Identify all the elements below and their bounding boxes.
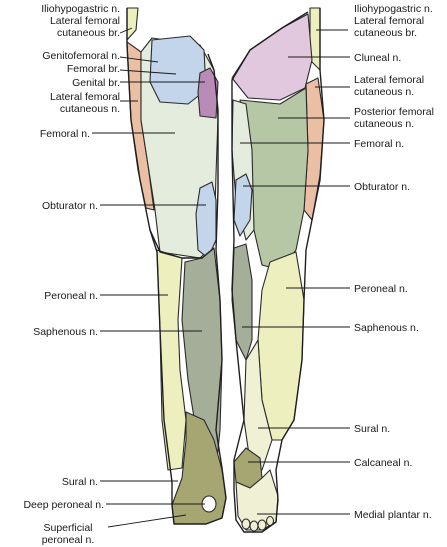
- label-lateral-femoral-left-1: Lateral femoral: [50, 91, 120, 103]
- label-lateral-femoral-right-2: cutaneous n.: [354, 86, 414, 98]
- anterior-leg-outline: [126, 8, 227, 525]
- anterior-leg-inner-thigh: [149, 229, 215, 259]
- region-obturator-anterior: [195, 181, 217, 259]
- posterior-leg: [231, 7, 325, 533]
- label-deep-peroneal: Deep peroneal n.: [23, 499, 104, 511]
- posterior-toes: [241, 515, 275, 532]
- label-lateral-femoral-left-2: cutaneous n.: [60, 103, 120, 115]
- label-peroneal-left: Peroneal n.: [44, 290, 98, 302]
- label-saphenous-left: Saphenous n.: [33, 326, 98, 338]
- label-superficial-peroneal-1: Superficial: [43, 522, 92, 534]
- label-posterior-femoral-2: cutaneous n.: [354, 118, 414, 130]
- label-calcaneal: Calcaneal n.: [354, 457, 412, 469]
- label-posterior-femoral-1: Posterior femoral: [354, 106, 434, 118]
- leader-iliohypogastric-left: [119, 27, 133, 34]
- label-iliohypogastric-left: Iliohypogastric n.: [41, 3, 120, 15]
- label-obturator-right: Obturator n.: [354, 181, 410, 193]
- label-femoral-left: Femoral n.: [40, 128, 90, 140]
- label-genital-br: Genital br.: [72, 77, 120, 89]
- label-lateral-femoral-right-1: Lateral femoral: [354, 74, 424, 86]
- label-sural-right: Sural n.: [354, 423, 390, 435]
- label-peroneal-right: Peroneal n.: [354, 283, 408, 295]
- region-saphenous-posterior: [231, 243, 253, 361]
- leader-lines: [92, 27, 350, 528]
- label-medial-plantar: Medial plantar n.: [354, 509, 432, 521]
- label-superficial-peroneal-2: peroneal n.: [42, 534, 95, 546]
- label-lateral-femoral-cut-br-right-1: Lateral femoral: [354, 15, 424, 27]
- label-femoral-br: Femoral br.: [67, 63, 120, 75]
- region-genitofemoral-femoral-br: [149, 35, 207, 105]
- label-lateral-femoral-cut-br-left-2: cutaneous br.: [57, 27, 120, 39]
- posterior-leg-outline: [231, 8, 325, 533]
- region-genital-br: [197, 67, 219, 119]
- leader-genitofemoral: [119, 56, 159, 63]
- label-lateral-femoral-cut-br-left-1: Lateral femoral: [50, 15, 120, 27]
- label-saphenous-right: Saphenous n.: [354, 322, 419, 334]
- label-sural-left: Sural n.: [62, 476, 98, 488]
- region-iliohypogastric-anterior: [126, 7, 139, 41]
- label-femoral-right: Femoral n.: [354, 138, 404, 150]
- label-iliohypogastric-right: Iliohypogastric n.: [354, 3, 433, 15]
- leader-femoral-br: [119, 69, 177, 75]
- label-obturator-left: Obturator n.: [42, 200, 98, 212]
- leader-superficial-peroneal: [107, 514, 187, 528]
- label-lateral-femoral-cut-br-right-2: cutaneous br.: [354, 27, 417, 39]
- label-genitofemoral: Genitofemoral n.: [42, 50, 120, 62]
- labels-right: Iliohypogastric n. Lateral femoral cutan…: [354, 3, 434, 521]
- label-cluneal: Cluneal n.: [354, 52, 401, 64]
- anterior-leg: [126, 7, 227, 525]
- region-sural-posterior: [243, 339, 273, 471]
- labels-left: Iliohypogastric n. Lateral femoral cutan…: [23, 3, 120, 546]
